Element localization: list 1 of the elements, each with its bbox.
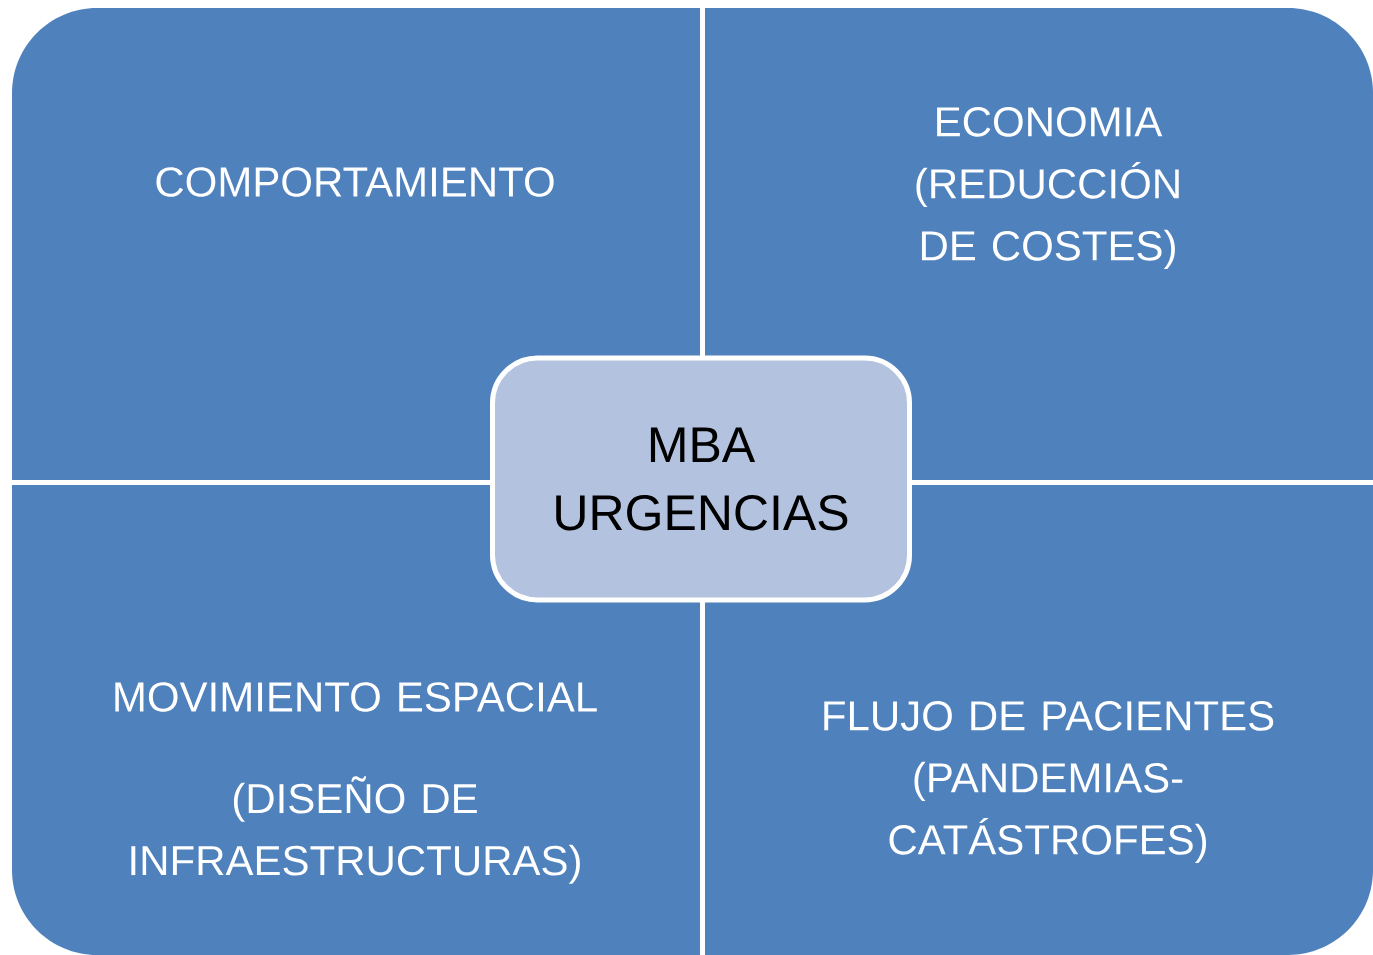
center-box: MBA URGENCIAS <box>490 355 912 603</box>
